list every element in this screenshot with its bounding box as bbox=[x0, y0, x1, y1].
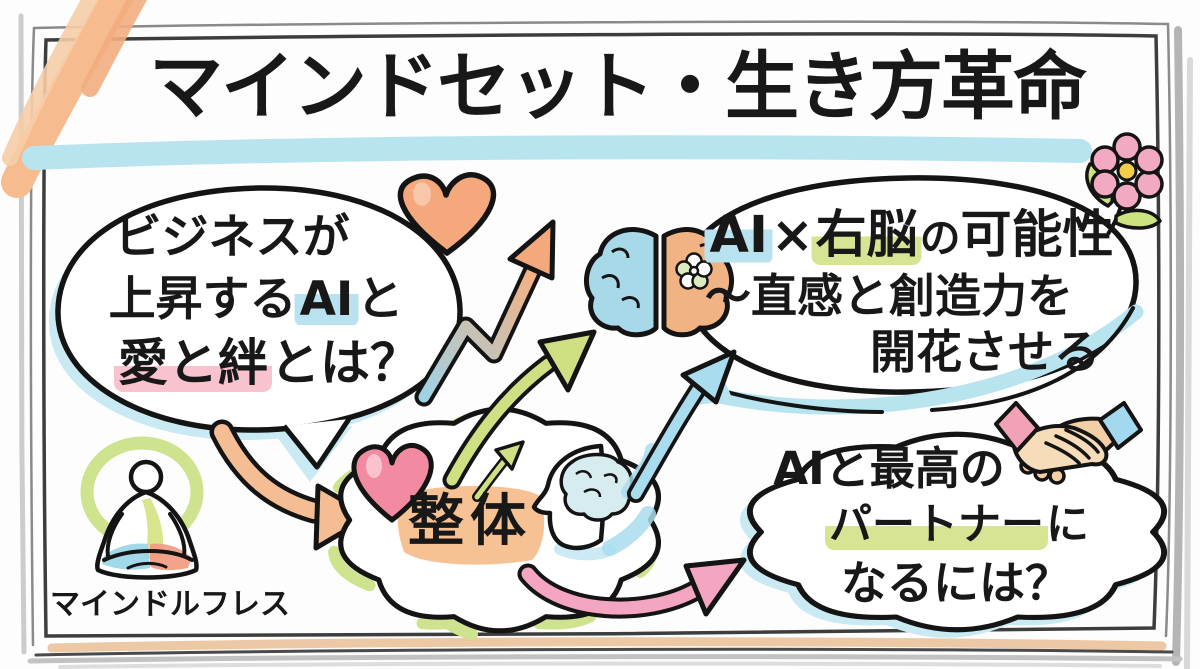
right-brain-unou-highlight: 右脳 bbox=[811, 206, 922, 265]
meditation-person-icon bbox=[80, 436, 204, 580]
right-brain-bubble bbox=[676, 175, 1144, 415]
label-marker-patch bbox=[397, 485, 545, 565]
right-brain-line1-rest: 可能性 bbox=[960, 206, 1114, 265]
curved-green-arrow-icon bbox=[442, 329, 597, 490]
pink-heart-icon bbox=[351, 443, 434, 523]
meditation-label: マインドルフレス bbox=[50, 587, 290, 622]
flower-icon bbox=[1085, 132, 1164, 236]
business-bubble-line3: 愛と絆とは？ bbox=[114, 334, 420, 392]
curved-blue-arrow-icon bbox=[621, 349, 737, 503]
zigzag-up-arrow-icon bbox=[414, 219, 556, 407]
right-brain-bubble-line2: ～直感と創造力を bbox=[705, 269, 1073, 323]
partner-bubble-line3: なるには？ bbox=[841, 556, 1071, 610]
heart-icon bbox=[397, 172, 497, 256]
right-brain-no: の bbox=[919, 214, 961, 262]
business-line2-highlight: AI bbox=[294, 272, 359, 327]
right-brain-bubble-line1: AI×右脳の可能性 bbox=[704, 206, 1114, 265]
business-line2-pre: 上昇する bbox=[108, 272, 297, 327]
page-title: マインドセット・生き方革命 bbox=[149, 44, 1087, 130]
title-highlight bbox=[22, 135, 1092, 170]
right-brain-bubble-line3: 開花させる bbox=[870, 325, 1100, 379]
partner-bubble-line2: パートナーに bbox=[825, 500, 1089, 550]
brain-flower-icon bbox=[675, 252, 713, 290]
right-brain-times: × bbox=[770, 206, 814, 265]
partner-line2-post: に bbox=[1046, 500, 1089, 550]
business-line3-highlight: 愛と絆 bbox=[114, 334, 272, 392]
business-bubble-line1: ビジネスが bbox=[114, 210, 350, 265]
business-bubble-line2: 上昇するAIと bbox=[109, 272, 403, 327]
partner-highlight: パートナー bbox=[825, 500, 1048, 550]
business-line2-post: と bbox=[356, 272, 404, 327]
curved-orange-arrow-icon bbox=[209, 419, 373, 551]
center-cloud bbox=[328, 406, 662, 644]
partner-bubble-line1: AIと最高の bbox=[773, 442, 1005, 495]
handshake-icon bbox=[994, 401, 1143, 485]
business-line3-post: とは？ bbox=[270, 334, 420, 392]
center-cloud-label: 整体 bbox=[408, 489, 532, 554]
right-brain-ai-highlight: AI bbox=[704, 206, 773, 265]
growth-arrow-icon bbox=[472, 440, 525, 502]
curved-pink-arrow-icon bbox=[517, 557, 747, 619]
